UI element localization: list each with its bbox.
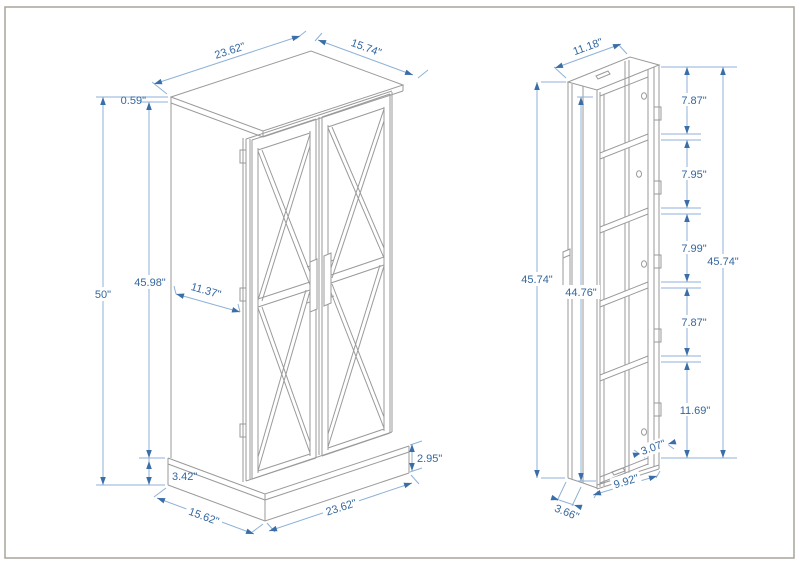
edge-mark-5 <box>653 402 662 417</box>
dim-side-left-height: 45.74" <box>521 274 553 286</box>
right-door-lower-x-brace <box>327 264 385 448</box>
edge-mark-1 <box>653 106 662 121</box>
dim-base-height-side: 3.42" <box>172 471 197 483</box>
dim-door-height: 45.98" <box>134 277 166 289</box>
dim-shelf-gap-1: 7.87" <box>681 95 706 107</box>
shelf-3 <box>599 281 649 308</box>
side-dimensions: 11.18" 45.74" 44.76" 7.87" 7.95" 7.99" 7… <box>518 36 742 525</box>
peg-hole-4 <box>641 428 647 436</box>
side-view: 11.18" 45.74" 44.76" 7.87" 7.95" 7.99" 7… <box>518 36 742 525</box>
side-top-face <box>566 56 661 91</box>
right-door-upper-x-brace <box>327 108 385 279</box>
back-left-edge <box>624 60 630 477</box>
shelf-4 <box>599 355 649 382</box>
top-board-underside <box>599 76 649 97</box>
cabinet-top-fascia <box>170 85 404 138</box>
left-door-handle <box>309 258 318 313</box>
side-panel <box>170 103 244 482</box>
peg-hole-1 <box>641 92 647 100</box>
page-border <box>4 6 795 559</box>
left-door <box>251 118 317 480</box>
bottom-board <box>596 457 660 490</box>
right-door-handle <box>323 252 332 307</box>
dim-overall-height: 50" <box>95 289 111 301</box>
dim-top-depth: 15.74" <box>349 37 383 59</box>
plinth-base <box>167 445 410 522</box>
dim-bottom-gap: 11.69" <box>680 405 711 417</box>
cabinet-top-face <box>169 50 405 132</box>
peg-hole-3 <box>641 260 647 268</box>
bottom-slot <box>611 467 626 476</box>
dim-base-height-front: 2.95" <box>417 453 442 465</box>
right-door <box>321 93 391 457</box>
dim-side-base-height: 3.07" <box>639 438 667 458</box>
shelf-2 <box>599 207 649 234</box>
left-door-lower-x-brace <box>257 289 311 472</box>
side-cabinet-outline <box>562 56 662 490</box>
peg-hole-2 <box>636 170 642 178</box>
edge-mark-2 <box>653 180 662 195</box>
dim-shelf-gap-2: 7.95" <box>681 169 706 181</box>
front-view: 23.62" 15.74" 0.59" 50" 45.98" 11.37" 3.… <box>90 30 442 537</box>
left-door-upper-x-brace <box>257 133 311 302</box>
dim-side-interior-height: 45.74" <box>707 256 739 268</box>
front-cabinet-outline <box>167 50 410 522</box>
dim-side-door-height: 44.76" <box>565 287 597 299</box>
dim-shelf-gap-3: 7.99" <box>681 243 706 255</box>
shelf-1 <box>599 133 649 160</box>
dim-top-thickness: 0.59" <box>121 95 146 107</box>
edge-mark-3 <box>653 254 662 269</box>
dim-shelf-gap-4: 7.87" <box>681 317 706 329</box>
top-slot <box>595 70 611 80</box>
dim-side-bottom-depth: 9.92" <box>612 472 640 491</box>
dim-door-width: 11.37" <box>189 281 222 301</box>
edge-mark-4 <box>653 328 662 343</box>
front-frame <box>245 90 393 482</box>
door-handles <box>306 252 335 313</box>
dim-side-top-depth: 11.18" <box>572 36 605 58</box>
